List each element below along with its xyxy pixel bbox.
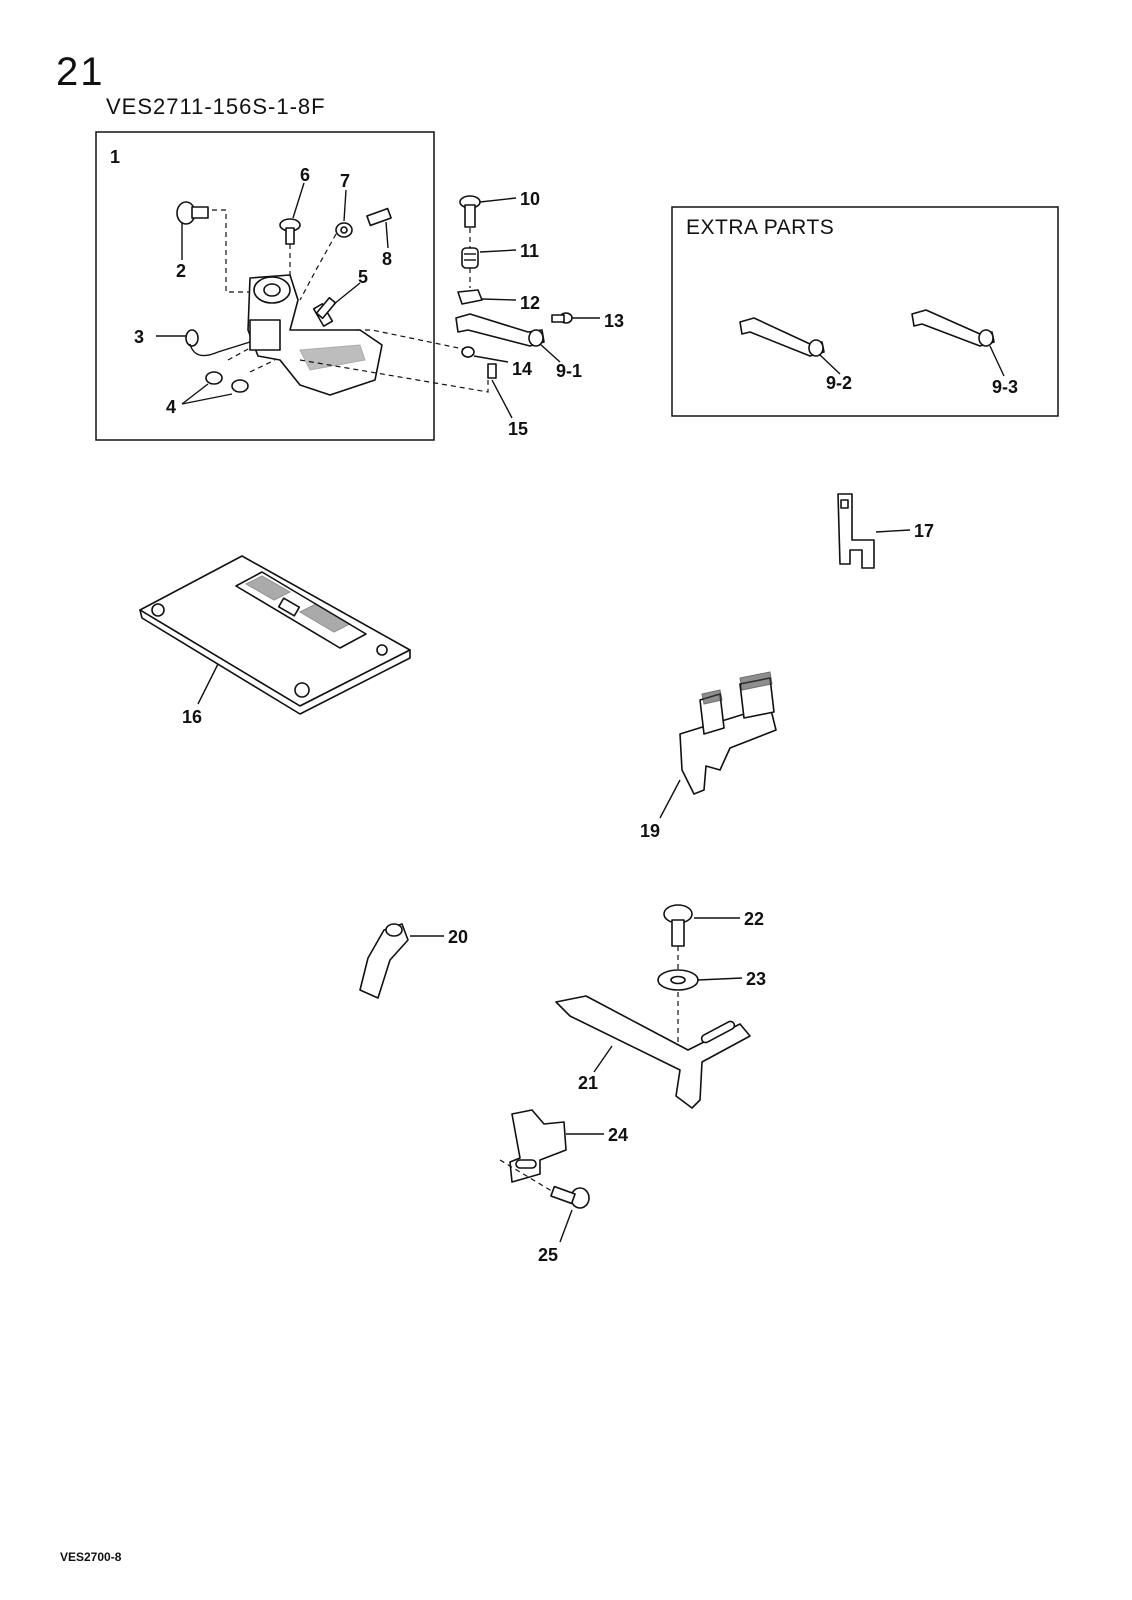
part-4-screws (181, 371, 249, 405)
label-7: 7 (340, 171, 351, 191)
part-9-1-arm (455, 313, 561, 363)
part-2-screw (176, 201, 209, 260)
footer-code: VES2700-8 (60, 1550, 122, 1564)
label-17: 17 (914, 521, 935, 541)
part-19-feed-dog (659, 671, 777, 819)
extra-parts-box (671, 206, 1059, 417)
label-24: 24 (608, 1125, 629, 1145)
assembly-box-1 (95, 131, 435, 441)
label-23: 23 (746, 969, 767, 989)
label-9-1: 9-1 (556, 361, 583, 381)
part-11-spring (461, 247, 517, 269)
part-10-screw (459, 195, 517, 228)
part-21-guide (555, 995, 751, 1109)
part-15-setscrew (487, 363, 513, 419)
part-14-washer (461, 346, 509, 363)
label-3: 3 (134, 327, 145, 347)
model-number: VES2711-156S-1-8F (106, 94, 326, 119)
label-11: 11 (520, 241, 540, 261)
part-5-pin (315, 282, 361, 320)
label-14: 14 (512, 359, 533, 379)
label-25: 25 (538, 1245, 559, 1265)
label-1: 1 (110, 147, 121, 167)
label-19: 19 (640, 821, 661, 841)
part-1-presser-foot (247, 274, 383, 396)
label-20: 20 (448, 927, 469, 947)
label-5: 5 (358, 267, 369, 287)
label-10: 10 (520, 189, 541, 209)
part-6-screw (279, 182, 305, 245)
part-23-washer (657, 969, 743, 991)
label-16: 16 (182, 707, 203, 727)
part-24-bracket (509, 1109, 604, 1183)
label-22: 22 (744, 909, 765, 929)
part-7-nut (335, 189, 353, 238)
label-9-2: 9-2 (826, 373, 853, 393)
part-16-throat-plate (139, 555, 411, 715)
part-9-3-arm (911, 309, 1005, 377)
part-22-screw (663, 904, 740, 947)
label-6: 6 (300, 165, 311, 185)
part-25-screw (550, 1185, 590, 1243)
part-9-2-arm (739, 317, 841, 375)
label-15: 15 (508, 419, 529, 439)
part-13-screw (551, 312, 600, 324)
part-12-washer (457, 289, 517, 305)
label-4: 4 (166, 397, 177, 417)
label-13: 13 (604, 311, 625, 331)
part-8-setscrew (366, 207, 392, 249)
label-2: 2 (176, 261, 187, 281)
part-17 (837, 493, 911, 569)
extra-parts-title: EXTRA PARTS (686, 216, 835, 239)
label-8: 8 (382, 249, 393, 269)
label-12: 12 (520, 293, 541, 313)
page-number: 21 (56, 50, 105, 94)
part-3-spring (156, 329, 251, 357)
label-21: 21 (578, 1073, 599, 1093)
label-9-3: 9-3 (992, 377, 1019, 397)
part-20 (359, 923, 444, 999)
